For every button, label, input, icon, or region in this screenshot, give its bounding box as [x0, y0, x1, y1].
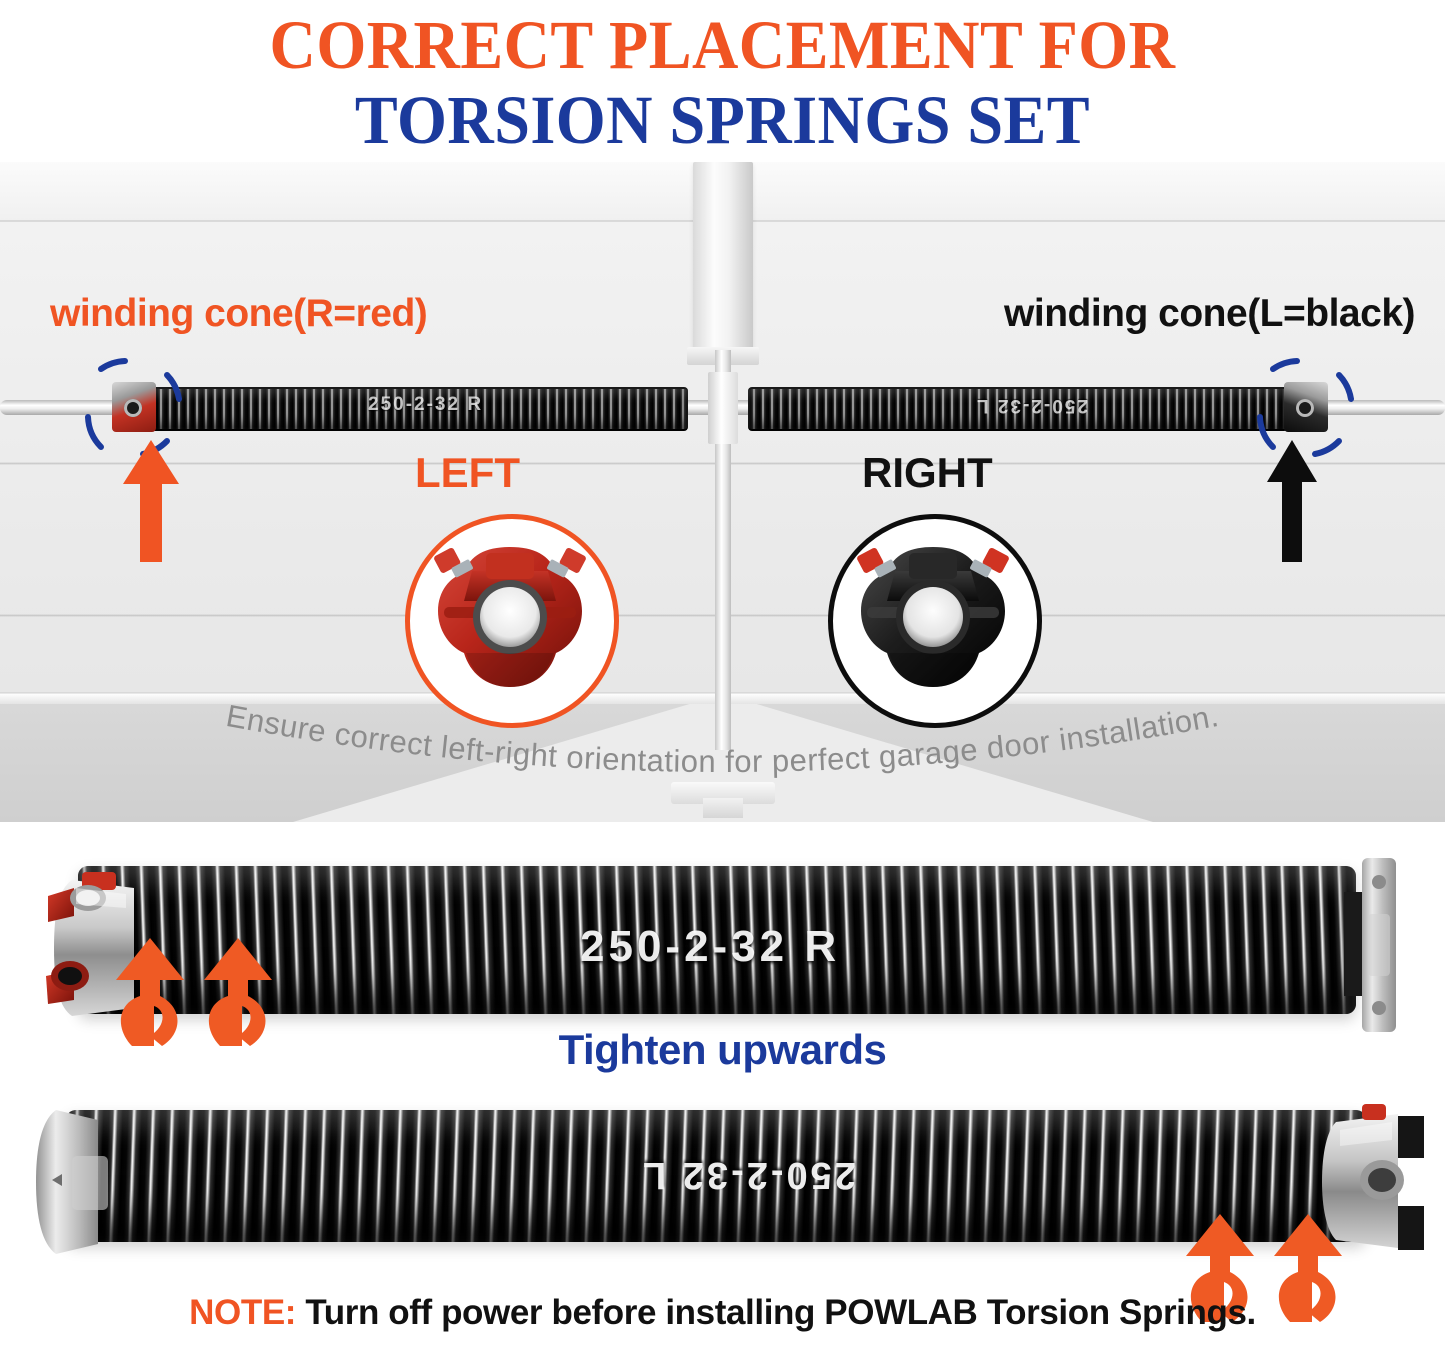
installed-spring-left-marking: 250-2-32 R [368, 394, 484, 415]
label-winding-cone-red: winding cone(R=red) [50, 292, 428, 335]
spring-coil-body [66, 1110, 1366, 1242]
product-spring-right-hand: 250-2-32 R [0, 848, 1445, 1048]
curved-caption-text: Ensure correct left-right orientation fo… [223, 698, 1221, 779]
curved-caption: Ensure correct left-right orientation fo… [223, 698, 1221, 779]
footer-note-text: Turn off power before installing POWLAB … [305, 1293, 1256, 1332]
installed-spring-left [128, 387, 688, 431]
pointer-arrow-left-icon [123, 440, 179, 562]
footer-note: NOTE: Turn off power before installing P… [0, 1293, 1445, 1333]
post-foot-base [702, 798, 743, 818]
label-winding-cone-black: winding cone(L=black) [1004, 292, 1415, 335]
pointer-arrow-right-icon [1267, 440, 1317, 562]
cone-bore [124, 399, 142, 417]
label-left-side: LEFT [415, 449, 520, 496]
installed-spring-right [748, 387, 1288, 431]
tighten-arrow-group-top [116, 938, 272, 1046]
cone-bore [1296, 399, 1314, 417]
ceiling-support-post [692, 162, 753, 352]
winding-cone-black-product-icon [1322, 1104, 1424, 1250]
installation-scene: 250-2-32 R 250-2-32 L [0, 162, 1445, 822]
center-bearing-bracket [707, 372, 738, 444]
installed-winding-cone-red [112, 382, 156, 432]
center-support-rod [714, 350, 731, 750]
installed-winding-cone-black [1284, 382, 1328, 432]
footer-note-keyword: NOTE: [189, 1293, 297, 1332]
label-right-side: RIGHT [862, 449, 993, 496]
title-line-2: TORSION SPRINGS SET [354, 82, 1091, 158]
tighten-arrow-group-bottom [1186, 1214, 1342, 1322]
black-cone-illustration-icon [857, 547, 1009, 687]
winding-cone-red-product-icon [46, 872, 134, 1016]
title-line-1: CORRECT PLACEMENT FOR [269, 7, 1176, 83]
product-spring-left-hand: 250-2-32 L [0, 1098, 1445, 1322]
spring-marking-bottom: 250-2-32 L [640, 1154, 856, 1196]
title-block: CORRECT PLACEMENT FOR TORSION SPRINGS SE… [0, 0, 1445, 170]
spring-marking-top: 250-2-32 R [580, 922, 841, 971]
inset-red-winding-cone [405, 514, 619, 728]
red-cone-illustration-icon [434, 547, 586, 687]
installed-spring-right-marking: 250-2-32 L [975, 395, 1088, 416]
spring-coil-body [78, 866, 1356, 1014]
post-foot-plate [670, 782, 775, 804]
stationary-cone-flange-icon [1344, 858, 1396, 1032]
svg-text:Ensure correct left-right orie: Ensure correct left-right orientation fo… [223, 698, 1221, 779]
stationary-cone-flange-icon [36, 1110, 108, 1254]
tighten-upwards-label: Tighten upwards [558, 1026, 887, 1073]
inset-black-winding-cone [828, 514, 1042, 728]
